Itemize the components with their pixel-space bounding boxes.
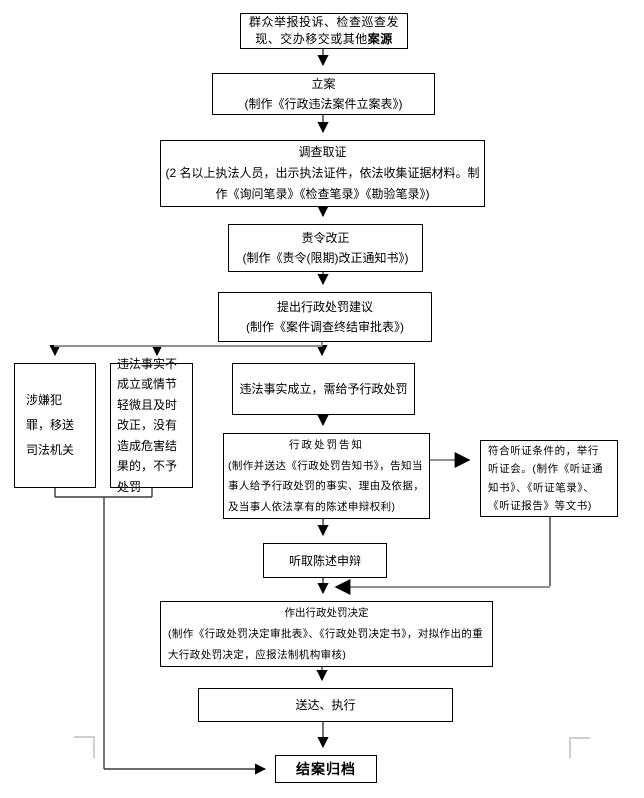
case-source-main: 群众举报投诉、检查巡查发现、交办移交或其他 xyxy=(248,15,399,46)
penalty-proposal-title: 提出行政处罚建议 xyxy=(276,300,373,314)
hearing-text: 符合听证条件的，举行听证会。(制作《听证通知书》、《听证笔录》、《听证报告》等文… xyxy=(488,444,604,513)
order-correction-subtitle: (制作《责令(限期)改正通知书》) xyxy=(242,251,409,265)
node-penalty-decision: 作出行政处罚决定 (制作《行政处罚决定审批表》、《行政处罚决定书》，对拟作出的重… xyxy=(160,601,493,667)
case-source-text: 群众举报投诉、检查巡查发现、交办移交或其他案源 xyxy=(241,14,407,48)
margin-mark-right xyxy=(569,737,590,758)
penalty-decision-body: (制作《行政处罚决定审批表》、《行政处罚决定书》，对拟作出的重大行政处罚决定，应… xyxy=(168,627,484,661)
penalty-notification-body: (制作并送达《行政处罚告知书》，告知当事人给予行政处罚的事实、理由及依据，及当事… xyxy=(228,459,425,513)
suspected-crime-text: 涉嫌犯罪，移送司法机关 xyxy=(26,393,75,457)
penalty-proposal-subtitle: (制作《案件调查终结审批表》) xyxy=(246,320,404,334)
node-case-closing: 结案归档 xyxy=(275,755,377,783)
margin-mark-left xyxy=(74,736,95,758)
node-delivery-execution: 送达、执行 xyxy=(198,688,453,722)
filing-subtitle: (制作《行政违法案件立案表》) xyxy=(244,97,403,111)
delivery-execution-text: 送达、执行 xyxy=(295,698,356,712)
node-order-correction: 责令改正 (制作《责令(限期)改正通知书》) xyxy=(228,224,423,272)
not-established-text: 违法事实不成立或情节轻微且及时改正，没有造成危害结果的，不予处罚 xyxy=(117,357,178,494)
node-suspected-crime: 涉嫌犯罪，移送司法机关 xyxy=(14,363,96,488)
node-penalty-proposal: 提出行政处罚建议 (制作《案件调查终结审批表》) xyxy=(218,292,432,342)
penalty-notification-title: 行政处罚告知 xyxy=(289,439,364,451)
statement-defense-text: 听取陈述申辩 xyxy=(288,553,361,568)
investigation-body: (2 名以上执法人员，出示执法证件，依法收集证据材料。制作《询问笔录》《检查笔录… xyxy=(165,166,480,201)
order-correction-title: 责令改正 xyxy=(301,231,350,245)
node-statement-defense: 听取陈述申辩 xyxy=(263,543,387,578)
node-investigation: 调查取证 (2 名以上执法人员，出示执法证件，依法收集证据材料。制作《询问笔录》… xyxy=(160,140,485,207)
node-case-source: 群众举报投诉、检查巡查发现、交办移交或其他案源 xyxy=(240,13,408,49)
case-closing-text: 结案归档 xyxy=(296,761,356,777)
node-filing: 立案 (制作《行政违法案件立案表》) xyxy=(212,73,435,115)
case-source-bold: 案源 xyxy=(367,32,393,46)
penalty-decision-title: 作出行政处罚决定 xyxy=(284,606,369,619)
line-bypass-to-closing xyxy=(54,488,265,769)
node-hearing: 符合听证条件的，举行听证会。(制作《听证通知书》、《听证笔录》、《听证报告》等文… xyxy=(480,440,618,517)
investigation-title: 调查取证 xyxy=(298,145,347,159)
node-penalty-notification: 行政处罚告知 (制作并送达《行政处罚告知书》，告知当事人给予行政处罚的事实、理由… xyxy=(223,433,430,519)
fact-established-text: 违法事实成立，需给予行政处罚 xyxy=(239,382,408,396)
node-not-established: 违法事实不成立或情节轻微且及时改正，没有造成危害结果的，不予处罚 xyxy=(110,357,193,494)
node-fact-established: 违法事实成立，需给予行政处罚 xyxy=(232,363,415,415)
filing-title: 立案 xyxy=(311,77,336,91)
